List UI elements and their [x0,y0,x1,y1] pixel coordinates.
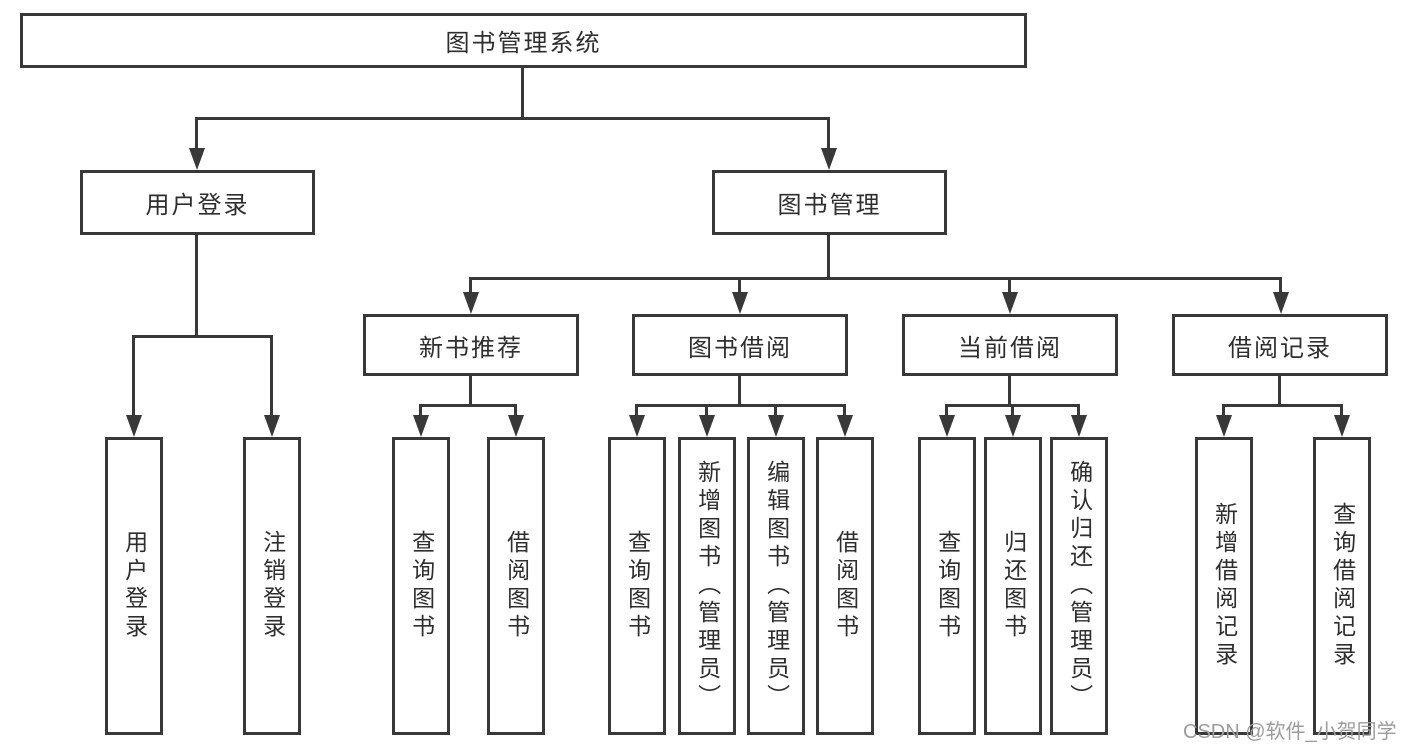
connector-line [419,404,517,407]
leaf-query-book-recommend: 查询图书 [392,437,450,735]
connector-line [1278,376,1281,406]
leaf-confirm-return-admin: 确认归还（管理员） [1050,437,1108,735]
leaf-add-borrow-record: 新增借阅记录 [1195,437,1253,735]
connector-line [1008,376,1011,406]
leaf-user-login: 用户登录 [105,437,163,735]
arrowhead-down-icon [1071,415,1087,437]
connector-line [1222,404,1343,407]
leaf-query-book-borrow-label: 查询图书 [624,530,651,642]
arrowhead-down-icon [939,415,955,437]
leaf-borrow-book-label: 借阅图书 [832,530,859,642]
connector-line [843,404,846,417]
leaf-query-borrow-record: 查询借阅记录 [1313,437,1371,735]
leaf-add-book-admin: 新增图书（管理员） [678,437,736,735]
arrowhead-down-icon [732,292,748,314]
connector-line [195,235,198,337]
arrowhead-down-icon [126,415,142,437]
leaf-edit-book-admin-label: 编辑图书（管理员） [763,460,790,712]
connector-line [827,117,830,151]
arrowhead-down-icon [1334,415,1350,437]
connector-line [1279,277,1282,294]
connector-line [132,335,135,417]
leaf-borrow-book-recommend-label: 借阅图书 [503,530,530,642]
connector-line [738,376,741,406]
connector-line [635,404,638,417]
connector-line [945,404,948,417]
arrowhead-down-icon [1002,292,1018,314]
leaf-query-book-borrow: 查询图书 [608,437,666,735]
connector-line [419,404,422,417]
arrowhead-down-icon [837,415,853,437]
arrowhead-down-icon [463,292,479,314]
watermark: CSDN @软件_小贺同学 [1183,721,1397,743]
arrowhead-down-icon [508,415,524,437]
node-root: 图书管理系统 [20,13,1027,68]
node-new-book-recommend: 新书推荐 [363,314,579,376]
arrowhead-down-icon [189,148,205,170]
arrowhead-down-icon [629,415,645,437]
connector-line [521,68,524,118]
leaf-query-book-current: 查询图书 [918,437,976,735]
node-root-label: 图书管理系统 [445,30,602,57]
leaf-query-book-current-label: 查询图书 [934,530,961,642]
leaf-confirm-return-admin-label: 确认归还（管理员） [1066,460,1093,712]
arrowhead-down-icon [821,148,837,170]
node-user-login-label: 用户登录 [145,192,250,219]
connector-line [1011,404,1014,417]
arrowhead-down-icon [1005,415,1021,437]
leaf-user-login-label: 用户登录 [121,530,148,642]
connector-line [635,404,846,407]
connector-line [774,404,777,417]
leaf-query-borrow-record-label: 查询借阅记录 [1329,502,1356,670]
connector-line [270,335,273,417]
leaf-query-book-recommend-label: 查询图书 [408,530,435,642]
leaf-borrow-book-recommend: 借阅图书 [487,437,545,735]
node-book-management-label: 图书管理 [777,192,882,219]
connector-line [196,117,830,120]
arrowhead-down-icon [264,415,280,437]
leaf-edit-book-admin: 编辑图书（管理员） [747,437,805,735]
node-borrow-records-label: 借阅记录 [1228,334,1332,362]
connector-line [827,235,830,279]
leaf-add-borrow-record-label: 新增借阅记录 [1211,502,1238,670]
leaf-logout: 注销登录 [243,437,301,735]
arrowhead-down-icon [1273,292,1289,314]
connector-line [132,335,273,338]
node-book-management: 图书管理 [712,170,947,235]
arrowhead-down-icon [413,415,429,437]
connector-line [1008,277,1011,294]
connector-line [1222,404,1225,417]
node-user-login: 用户登录 [80,170,315,235]
node-new-book-recommend-label: 新书推荐 [419,334,523,362]
connector-line [469,277,472,294]
connector-line [705,404,708,417]
leaf-return-book-label: 归还图书 [1000,530,1027,642]
node-current-borrow-label: 当前借阅 [958,334,1062,362]
node-current-borrow: 当前借阅 [902,314,1118,376]
node-book-borrow-label: 图书借阅 [688,334,792,362]
connector-line [738,277,741,294]
arrowhead-down-icon [768,415,784,437]
connector-line [514,404,517,417]
node-borrow-records: 借阅记录 [1172,314,1388,376]
connector-line [469,376,472,406]
node-book-borrow: 图书借阅 [632,314,848,376]
arrowhead-down-icon [1216,415,1232,437]
connector-line [469,277,1282,280]
leaf-logout-label: 注销登录 [259,530,286,642]
connector-line [1340,404,1343,417]
leaf-return-book: 归还图书 [984,437,1042,735]
leaf-borrow-book: 借阅图书 [816,437,874,735]
arrowhead-down-icon [699,415,715,437]
leaf-add-book-admin-label: 新增图书（管理员） [694,460,721,712]
connector-line [195,117,198,151]
connector-line [1077,404,1080,417]
